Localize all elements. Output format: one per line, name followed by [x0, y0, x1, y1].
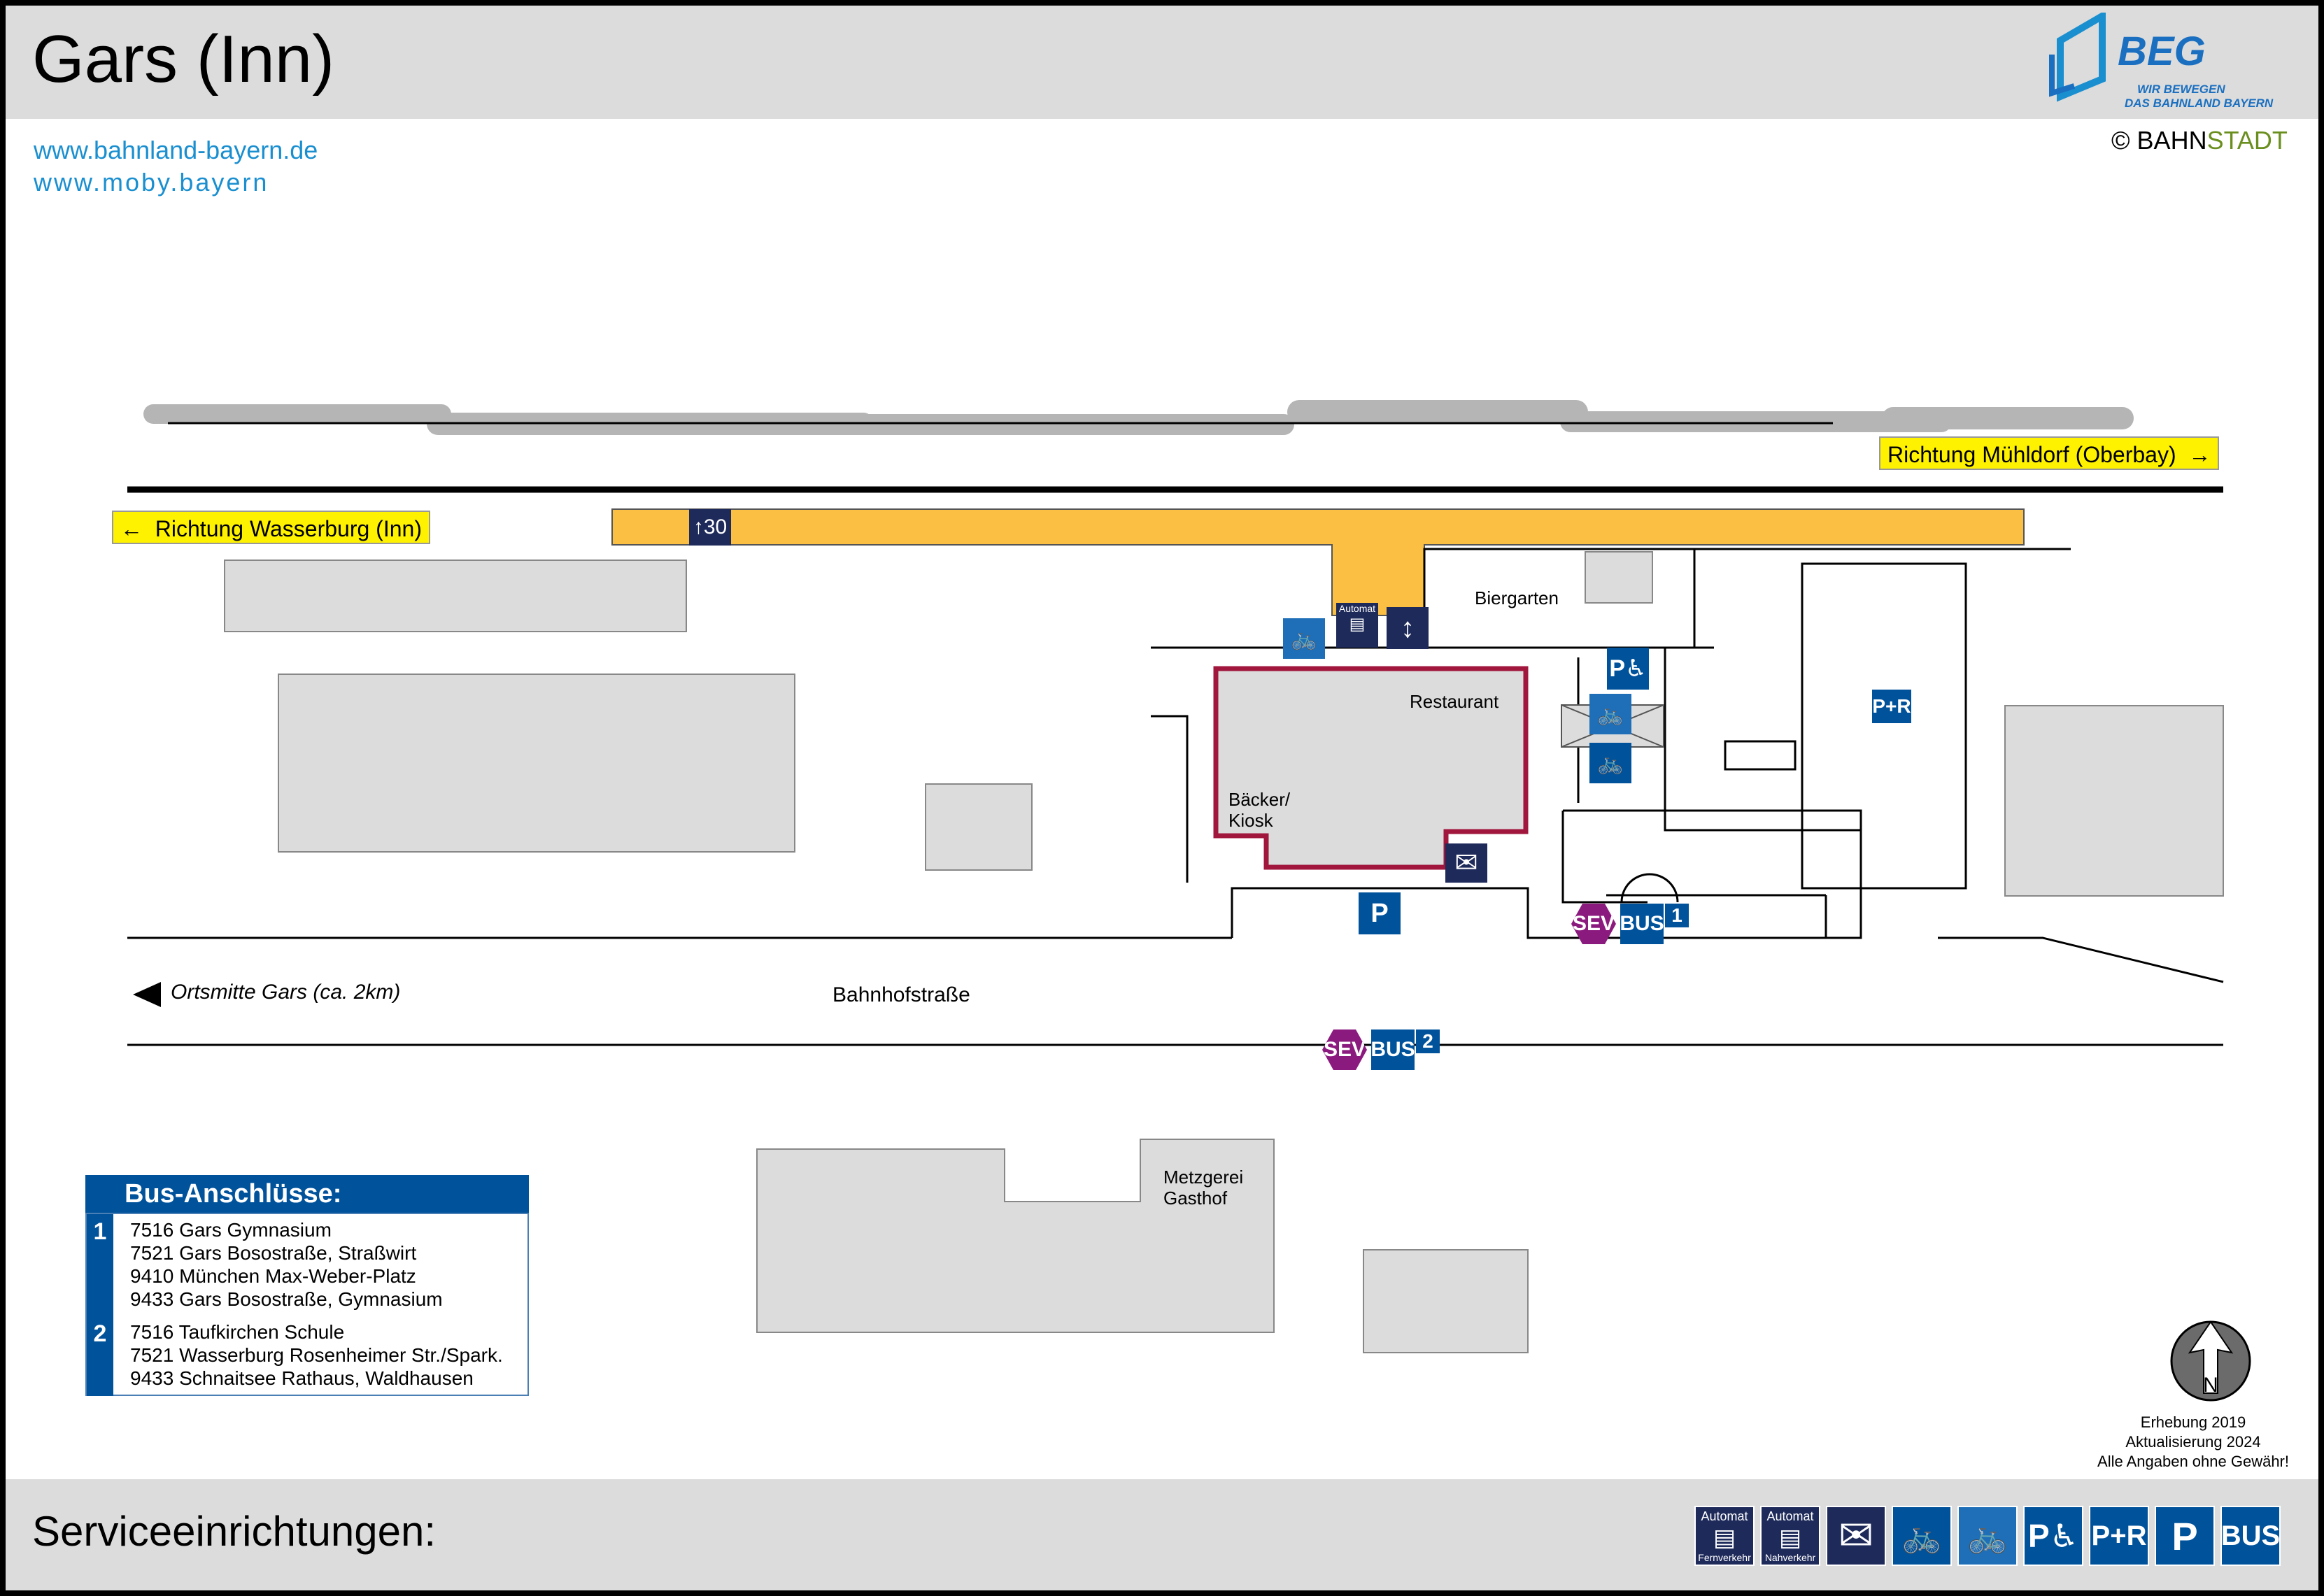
bus-line: 9433 Gars Bosostraße, Gymnasium	[130, 1288, 443, 1310]
bus-line: 9433 Schnaitsee Rathaus, Waldhausen	[130, 1367, 474, 1389]
bus-stop-1-lines: 7516 Gars Gymnasium 7521 Gars Bosostraße…	[130, 1218, 443, 1311]
beg-tagline-2: DAS BAHNLAND BAYERN	[2125, 97, 2274, 110]
bicycle-icon: 🚲	[1892, 1506, 1952, 1566]
bicycle-icon: 🚲	[1589, 743, 1631, 783]
automat-label: Automat	[1338, 603, 1376, 614]
bus-line: 7516 Taufkirchen Schule	[130, 1321, 345, 1343]
disclaimer: Alle Angaben ohne Gewähr!	[2097, 1453, 2289, 1470]
mail-icon: ✉	[1826, 1506, 1886, 1566]
bus-connections-title: Bus-Anschlüsse:	[85, 1175, 529, 1213]
links: www.bahnland-bayern.de www.moby.bayern	[34, 134, 318, 199]
direction-ortsmitte: Ortsmitte Gars (ca. 2km)	[171, 981, 401, 1004]
bus-line: 9410 München Max-Weber-Platz	[130, 1265, 416, 1287]
direction-wasserburg: ← Richtung Wasserburg (Inn)	[112, 511, 430, 544]
ticket-machine-icon: Automat▤Fernverkehr	[1694, 1506, 1755, 1566]
bus-icon: BUS	[2220, 1506, 2281, 1566]
page-title: Gars (Inn)	[32, 22, 335, 97]
link-bahnland[interactable]: www.bahnland-bayern.de	[34, 136, 318, 164]
label-metzgerei-1: Metzgerei	[1163, 1167, 1244, 1188]
bus-stop-2-number: 2	[1416, 1029, 1440, 1053]
sev-icon-1: SEV	[1571, 904, 1616, 944]
track-number-icon: ↑30	[689, 509, 731, 546]
label-restaurant: Restaurant	[1410, 691, 1499, 712]
ticket-machine-icon: Automat▤Nahverkehr	[1760, 1506, 1820, 1566]
building-1	[224, 560, 687, 632]
direction-wasserburg-text: Richtung Wasserburg (Inn)	[155, 516, 422, 541]
footer-automat-top: Automat	[1701, 1509, 1748, 1523]
elevator-icon: ↕	[1387, 607, 1429, 649]
link-moby[interactable]: www.moby.bayern	[34, 168, 269, 197]
bus-stop-number: 1	[87, 1214, 113, 1316]
bahnstadt-part2: STADT	[2206, 126, 2288, 155]
ticket-machine-icon: Automat▤	[1336, 603, 1378, 648]
beg-logo: BEG WIR BEWEGEN DAS BAHNLAND BAYERN	[2046, 13, 2324, 117]
building-3	[925, 783, 1033, 871]
building-metzgerei	[756, 1139, 1275, 1333]
footer-automat-bottom: Fernverkehr	[1698, 1551, 1751, 1563]
building-5	[2004, 705, 2224, 897]
hedge	[143, 400, 2134, 435]
direction-muehldorf-text: Richtung Mühldorf (Oberbay)	[1887, 442, 2176, 467]
building-2	[278, 674, 795, 853]
mail-icon: ✉	[1445, 843, 1487, 883]
beg-tagline: WIR BEWEGEN DAS BAHNLAND BAYERN	[2125, 83, 2273, 111]
bahnstadt-credit: © BAHNSTADT	[2111, 126, 2288, 155]
bike-box-icon: 🚲	[1957, 1506, 2018, 1566]
beg-tagline-1: WIR BEWEGEN	[2137, 83, 2225, 96]
survey-note: Erhebung 2019 Aktualisierung 2024 Alle A…	[2097, 1413, 2289, 1472]
label-biergarten: Biergarten	[1475, 587, 1559, 608]
parking-icon: P	[1359, 892, 1401, 934]
bus-line: 7521 Gars Bosostraße, Straßwirt	[130, 1242, 417, 1264]
label-baecker-2: Kiosk	[1228, 810, 1273, 831]
survey-year: Erhebung 2019	[2140, 1413, 2246, 1431]
footer-bar: Serviceeinrichtungen: Automat▤Fernverkeh…	[6, 1479, 2318, 1590]
bus-icon-1: BUS	[1620, 904, 1664, 944]
building-6	[1363, 1249, 1529, 1353]
north-arrow-icon: N	[2170, 1320, 2251, 1402]
label-baecker: Bäcker/ Kiosk	[1228, 789, 1290, 831]
bus-line: 7516 Gars Gymnasium	[130, 1219, 332, 1241]
footer-title: Serviceeinrichtungen:	[32, 1508, 437, 1555]
bus-stop-2-lines: 7516 Taufkirchen Schule 7521 Wasserburg …	[130, 1320, 503, 1390]
footer-automat-top: Automat	[1766, 1509, 1814, 1523]
bus-line: 7521 Wasserburg Rosenheimer Str./Spark.	[130, 1344, 503, 1366]
platform	[611, 508, 2025, 616]
track-number: 30	[703, 515, 728, 539]
ortsmitte-arrow	[133, 982, 161, 1007]
update-year: Aktualisierung 2024	[2125, 1433, 2261, 1451]
label-metzgerei-2: Gasthof	[1163, 1188, 1228, 1209]
park-ride-icon: P+R	[1871, 688, 1913, 725]
building-4	[1585, 551, 1653, 604]
beg-logo-text: BEG	[2118, 29, 2206, 74]
disabled-parking-text: P	[1609, 655, 1626, 682]
bahnstadt-part1: BAHN	[2137, 126, 2207, 155]
bus-connections-panel: Bus-Anschlüsse: 1 7516 Gars Gymnasium 75…	[85, 1175, 529, 1396]
bike-box-icon: 🚲	[1283, 618, 1325, 659]
footer-automat-bottom: Nahverkehr	[1764, 1551, 1816, 1563]
bike-box-icon-2: 🚲	[1589, 694, 1631, 734]
disabled-parking-icon: P♿	[2023, 1506, 2083, 1566]
bus-stop-1-number: 1	[1665, 904, 1689, 927]
footer-disabled-parking-text: P	[2028, 1518, 2050, 1554]
park-ride-icon: P+R	[2089, 1506, 2149, 1566]
label-baecker-1: Bäcker/	[1228, 789, 1291, 810]
parking-icon: P	[2155, 1506, 2215, 1566]
beg-logo-icon	[2049, 13, 2106, 102]
disabled-parking-icon: P♿	[1607, 648, 1649, 690]
label-metzgerei: Metzgerei Gasthof	[1163, 1167, 1243, 1209]
direction-muehldorf: Richtung Mühldorf (Oberbay) →	[1879, 436, 2220, 470]
svg-text:N: N	[2203, 1374, 2218, 1397]
header-bar: Gars (Inn)	[6, 6, 2318, 119]
bus-icon-2: BUS	[1370, 1029, 1415, 1070]
copyright-symbol: ©	[2111, 126, 2130, 155]
bus-stop-number: 2	[87, 1316, 113, 1396]
bus-connections-list: 1 7516 Gars Gymnasium 7521 Gars Bosostra…	[85, 1213, 529, 1396]
label-street: Bahnhofstraße	[832, 983, 970, 1006]
